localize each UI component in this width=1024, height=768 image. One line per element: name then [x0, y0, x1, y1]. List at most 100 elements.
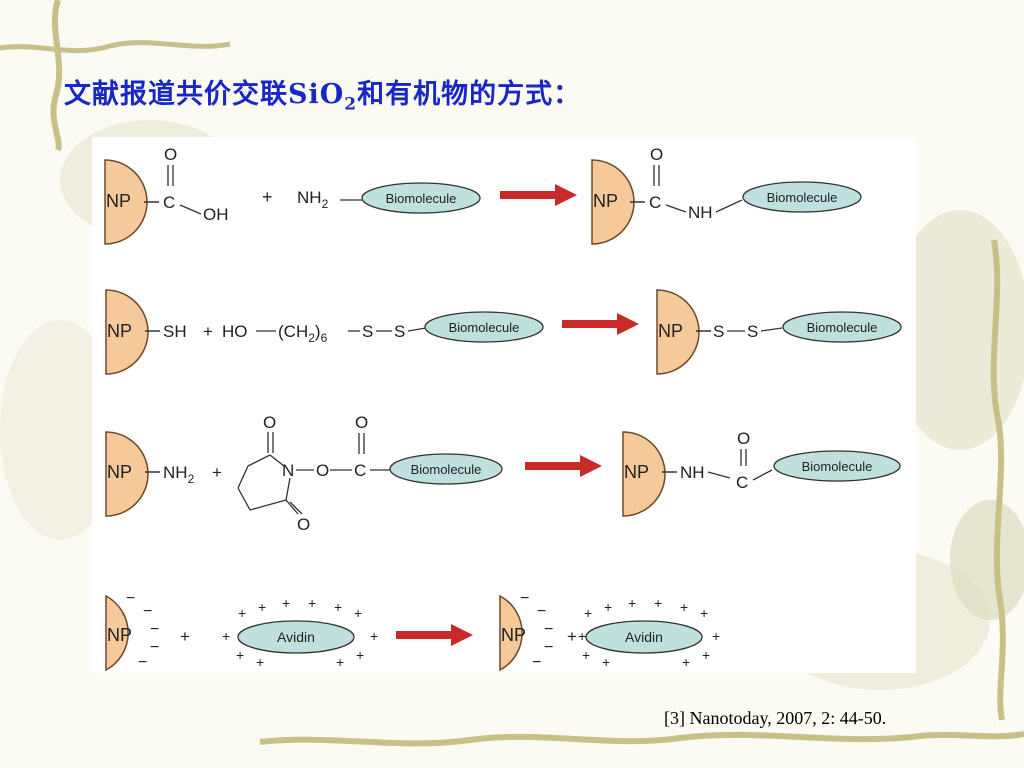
- group-sh: SH: [163, 322, 187, 341]
- atom-o: O: [164, 145, 177, 164]
- title-main: 文献报道共价交联SiO: [64, 79, 345, 110]
- reaction-arrow: [500, 184, 577, 206]
- biomolecule-label: Biomolecule: [386, 191, 457, 206]
- np-particle: [105, 289, 149, 375]
- minus-charge: −: [143, 603, 152, 620]
- np-label: NP: [658, 321, 683, 341]
- vine-decoration-left: [50, 0, 63, 152]
- np-particle: [622, 431, 666, 517]
- avidin-label: Avidin: [625, 629, 663, 645]
- np-label: NP: [107, 462, 132, 482]
- svg-text:+: +: [702, 647, 710, 663]
- atom-c: C: [649, 193, 661, 212]
- plus-sign: +: [212, 463, 222, 482]
- vine-decoration-right: [990, 239, 1006, 721]
- atom-o: O: [355, 413, 368, 432]
- np-label: NP: [107, 625, 132, 645]
- np-particle: [105, 431, 149, 517]
- group-ch2-6: (CH2)6: [278, 322, 328, 345]
- svg-text:+: +: [308, 595, 316, 611]
- vine-decoration-top: [0, 40, 231, 54]
- biomolecule: [773, 450, 901, 482]
- avidin: [237, 620, 355, 654]
- np-label: NP: [107, 321, 132, 341]
- group-nh2: NH2: [163, 463, 195, 486]
- atom-o: O: [737, 429, 750, 448]
- atom-n: N: [282, 461, 294, 480]
- np-label: NP: [106, 191, 131, 211]
- title-subscript: 2: [344, 94, 358, 115]
- np-particle: [656, 289, 700, 375]
- plus-sign: +: [262, 187, 273, 207]
- slide-title: 文献报道共价交联SiO2和有机物的方式：: [64, 72, 581, 114]
- atom-o: O: [263, 413, 276, 432]
- atom-c: C: [163, 193, 175, 212]
- minus-charge: −: [544, 621, 553, 638]
- svg-text:+: +: [628, 595, 636, 611]
- reaction-arrow: [396, 624, 473, 646]
- svg-text:+: +: [680, 599, 688, 615]
- group-oh: OH: [203, 205, 229, 224]
- minus-charge: −: [520, 590, 529, 607]
- svg-text:+: +: [334, 599, 342, 615]
- avidin-positive-charges: + + + + + + + + + + + +: [222, 595, 378, 670]
- plus-sign: +: [203, 322, 213, 341]
- reaction-4: NP − − − − − + Avidin + + + + + + + + + …: [105, 590, 720, 672]
- plus-sign: +: [567, 627, 577, 646]
- avidin-label: Avidin: [277, 629, 315, 645]
- np-label: NP: [593, 191, 618, 211]
- atom-s: S: [394, 322, 405, 341]
- np-particle: [105, 594, 129, 672]
- biomolecule: [742, 181, 862, 213]
- group-nh: NH: [688, 203, 713, 222]
- svg-text:+: +: [356, 647, 364, 663]
- reaction-3: NP NH2 + O N O O O C Biomolecule: [105, 413, 901, 534]
- reaction-arrow: [525, 455, 602, 477]
- biomolecule: [389, 453, 503, 485]
- svg-text:+: +: [238, 605, 246, 621]
- svg-text:+: +: [584, 605, 592, 621]
- plus-sign: +: [180, 627, 190, 646]
- np-particle: [591, 159, 635, 245]
- svg-text:+: +: [602, 654, 610, 670]
- avidin-positive-charges: + + + + + + + + + + + +: [578, 595, 720, 670]
- citation: [3] Nanotoday, 2007, 2: 44-50.: [664, 708, 887, 728]
- biomolecule: [782, 311, 902, 343]
- vine-decoration-bottom: [259, 731, 1024, 747]
- svg-text:+: +: [604, 599, 612, 615]
- svg-text:+: +: [654, 595, 662, 611]
- svg-text:+: +: [712, 628, 720, 644]
- biomolecule-label: Biomolecule: [802, 459, 873, 474]
- np-particle: [499, 594, 523, 672]
- atom-s: S: [713, 322, 724, 341]
- biomolecule-label: Biomolecule: [807, 320, 878, 335]
- biomolecule-label: Biomolecule: [411, 462, 482, 477]
- svg-text:+: +: [258, 599, 266, 615]
- group-ho: HO: [222, 322, 248, 341]
- svg-text:+: +: [370, 628, 378, 644]
- minus-charge: −: [138, 654, 147, 671]
- biomolecule: [361, 182, 481, 214]
- atom-s: S: [362, 322, 373, 341]
- svg-text:+: +: [236, 647, 244, 663]
- svg-text:+: +: [578, 628, 586, 644]
- atom-c: C: [736, 473, 748, 492]
- atom-s: S: [747, 322, 758, 341]
- atom-o: O: [316, 461, 329, 480]
- np-particle: [104, 159, 148, 245]
- np-label: NP: [501, 625, 526, 645]
- minus-charge: −: [150, 621, 159, 638]
- svg-text:+: +: [336, 654, 344, 670]
- svg-text:+: +: [682, 654, 690, 670]
- svg-text:+: +: [256, 654, 264, 670]
- svg-text:+: +: [222, 628, 230, 644]
- atom-o: O: [650, 145, 663, 164]
- svg-text:+: +: [282, 595, 290, 611]
- nhs-ring: [237, 432, 303, 515]
- title-tail: 和有机物的方式：: [357, 79, 582, 110]
- svg-text:+: +: [700, 605, 708, 621]
- reaction-arrow: [562, 313, 639, 335]
- biomolecule-label: Biomolecule: [449, 320, 520, 335]
- atom-c: C: [354, 461, 366, 480]
